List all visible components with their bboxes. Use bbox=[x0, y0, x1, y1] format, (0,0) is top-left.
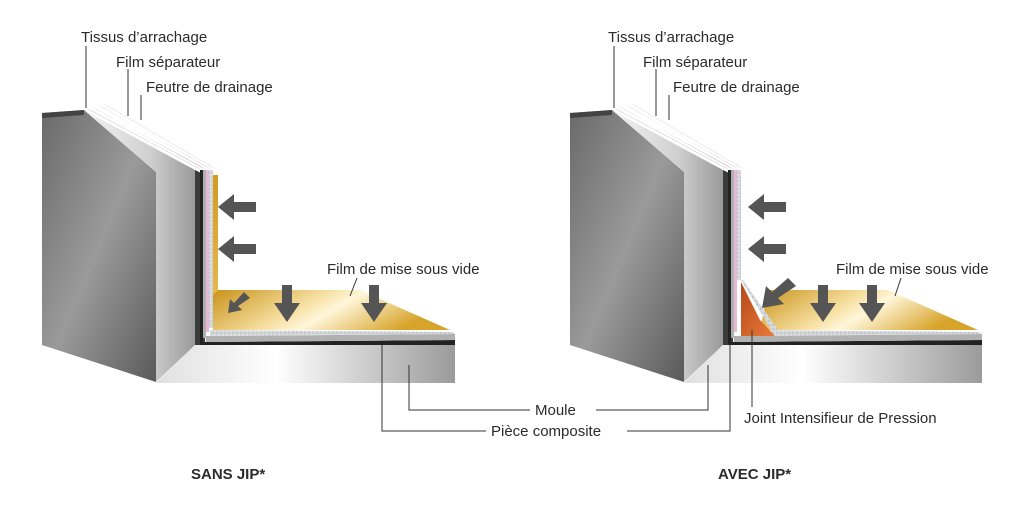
left-pressure-arrows bbox=[218, 194, 387, 322]
arrow-diagonal-icon bbox=[762, 278, 796, 308]
left-wall-layers bbox=[86, 103, 218, 342]
label-peel-ply-right: Tissus d’arrachage bbox=[608, 29, 735, 46]
caption-right: AVEC JIP* bbox=[718, 466, 792, 483]
label-jip: Joint Intensifieur de Pression bbox=[744, 410, 937, 427]
label-breather-left: Feutre de drainage bbox=[146, 79, 273, 96]
caption-left: SANS JIP* bbox=[191, 466, 266, 483]
arrow-down-icon bbox=[274, 285, 300, 322]
left-leader-lines bbox=[85, 46, 358, 297]
label-peel-ply-left: Tissus d’arrachage bbox=[81, 29, 208, 46]
right-panel bbox=[570, 46, 982, 407]
right-jip-wedge bbox=[741, 280, 778, 336]
arrow-down-icon bbox=[361, 285, 387, 322]
arrow-left-icon bbox=[218, 194, 256, 220]
label-composite-part: Pièce composite bbox=[491, 423, 602, 440]
arrow-left-icon bbox=[218, 236, 256, 262]
arrow-left-icon bbox=[748, 194, 786, 220]
label-release-film-left: Film séparateur bbox=[116, 54, 221, 71]
left-floor-layers bbox=[200, 290, 455, 345]
arrow-down-icon bbox=[859, 285, 885, 322]
label-mould: Moule bbox=[535, 402, 576, 419]
right-wall-layers bbox=[614, 103, 746, 342]
label-breather-right: Feutre de drainage bbox=[673, 79, 800, 96]
arrow-down-icon bbox=[810, 285, 836, 322]
shared-leader-lines bbox=[381, 344, 731, 432]
label-bag-film-right: Film de mise sous vide bbox=[836, 261, 989, 278]
left-panel bbox=[42, 46, 455, 383]
arrow-diagonal-icon bbox=[228, 292, 250, 313]
right-pressure-arrows bbox=[748, 194, 885, 322]
arrow-left-icon bbox=[748, 236, 786, 262]
right-leader-lines bbox=[613, 46, 902, 407]
label-release-film-right: Film séparateur bbox=[643, 54, 748, 71]
label-bag-film-left: Film de mise sous vide bbox=[327, 261, 480, 278]
